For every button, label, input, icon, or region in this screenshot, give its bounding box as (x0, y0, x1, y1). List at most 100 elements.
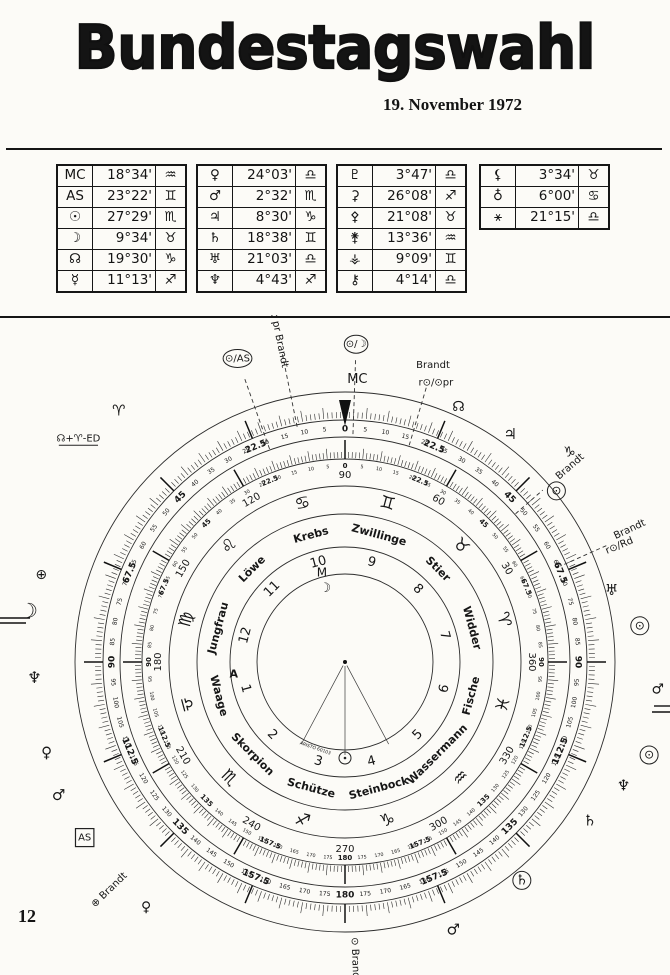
scale-number: 130 (517, 805, 530, 818)
sign-glyph-cell: ♏ (155, 207, 187, 229)
degree-cell: 19°30' (92, 249, 156, 271)
sign-glyph-cell: ♉ (155, 228, 187, 250)
scale-number: 75 (530, 608, 537, 615)
planet-mark: ♄ (583, 812, 596, 830)
scale-number: 50 (161, 507, 171, 517)
scale-number: 175 (319, 890, 331, 898)
dial-annotation: Brandt (416, 360, 450, 371)
scale-number: 125 (179, 769, 189, 780)
scale-number-main: 157.5 (241, 868, 271, 888)
sun-dot-circle (338, 751, 352, 765)
dashed-pointer-line (244, 379, 270, 450)
scale-number: 115 (518, 740, 527, 751)
house-number: 11 (261, 578, 283, 600)
scale-number: 35 (474, 466, 484, 476)
degree-cell: 9°09' (372, 249, 436, 271)
table-row: ♁6°00'♋ (479, 186, 610, 208)
sign-glyph-cell: ♏ (295, 186, 327, 208)
scale-number: 140 (189, 834, 202, 847)
body-glyph-cell: ☽ (56, 228, 93, 250)
scale-number: 30 (243, 489, 251, 497)
annotation-circle (222, 348, 253, 368)
dial-annotations: ⊙/AS⊙ pr Brandt⊙/☽MCBrandtr⊙/⊙prBrandtBr… (56, 309, 647, 975)
annotation-box (74, 827, 95, 848)
scale-number: 40 (490, 478, 500, 488)
horizontal-rule-top (6, 148, 662, 150)
scale-number-main: 90 (108, 656, 118, 669)
table-row: ☊19°30'♑ (56, 249, 187, 271)
scale-number: 40 (215, 508, 224, 517)
dial-degree-label: 150 (174, 558, 193, 580)
meridian-mark: M (317, 565, 327, 579)
planet-mark: ♂ (652, 681, 665, 697)
planet-mark: ♄ (516, 872, 529, 888)
scale-number: 160 (259, 876, 272, 887)
scale-number: 145 (205, 847, 219, 859)
scale-number: 145 (227, 818, 238, 828)
scale-number: 150 (222, 858, 236, 870)
dial-circle (119, 436, 571, 888)
scale-number: 35 (206, 466, 216, 476)
planet-mark: ♈ (112, 401, 125, 419)
planet-mark: ♅ (605, 581, 618, 599)
hub-lines (301, 665, 389, 755)
table-row: ♇3°47'♎ (336, 164, 467, 187)
scale-number: 140 (466, 807, 477, 817)
scale-number: 80 (149, 625, 156, 632)
zodiac-name-lwe: Löwe (236, 553, 268, 585)
scale-number: 35 (229, 498, 237, 506)
house-number: 5 (410, 727, 426, 743)
sign-glyph-cell: ♎ (578, 207, 610, 230)
scale-number: 75 (566, 597, 575, 606)
outer-planet-marks: ♈⊕☽♆♀♂♀☊♃♑⊙♅⊙♂⊙♆♄♄♂ (20, 399, 664, 938)
body-glyph-cell: ♁ (479, 186, 516, 208)
scale-number: 100 (535, 691, 542, 701)
scale-number-main: 45 (477, 517, 490, 530)
dial-degree-label: 60 (430, 493, 447, 509)
scale-number: 175 (359, 890, 371, 898)
scale-number: 125 (530, 789, 542, 803)
table-row: ♄18°38'♊ (196, 228, 327, 250)
scale-number: 20 (408, 474, 416, 482)
scale-number: 170 (374, 852, 384, 859)
sun-dot (343, 756, 347, 760)
scale-number-main: 0 (342, 425, 348, 435)
scale-number: 155 (437, 868, 451, 879)
table-row: ♆4°43'♐ (196, 270, 327, 293)
scale-number: 40 (466, 508, 475, 517)
zodiac-name-zwillinge: Zwillinge (350, 521, 408, 548)
house-number: 4 (366, 753, 378, 770)
dial-annotation: ☊+♈-ED (56, 433, 100, 444)
zodiac-name-widder: Widder (460, 605, 484, 652)
scale-number: 10 (308, 466, 315, 473)
house-number: 10 (308, 553, 328, 572)
scale-number: 120 (137, 772, 149, 786)
scale-number-main: 112.5 (551, 736, 571, 766)
mark-circle (630, 616, 650, 636)
sign-glyph-cell: ♊ (155, 186, 187, 208)
scale-number: 80 (111, 617, 119, 626)
scale-number: 30 (223, 455, 233, 465)
body-glyph-cell: ☿ (56, 270, 93, 293)
degree-cell: 21°08' (372, 207, 436, 229)
dial-circle (196, 513, 494, 811)
scale-number: 65 (164, 575, 172, 583)
dial-degree-label: 360 (526, 652, 537, 671)
scale-number: 50 (191, 532, 200, 541)
dial-circle (74, 391, 616, 933)
planet-mark: ♑ (563, 445, 576, 461)
zodiac-glyph-jungfrau: ♍ (175, 610, 198, 630)
dashed-pointer-line (281, 352, 298, 427)
house-number: 6 (436, 683, 453, 695)
scale-number: 25 (439, 446, 449, 456)
mark-circle (512, 870, 532, 890)
dial-annotation: MC (347, 372, 367, 387)
scale-number: 20 (420, 438, 430, 447)
scale-number: 120 (510, 755, 520, 766)
scale-number: 140 (213, 807, 224, 817)
hub-line (301, 665, 344, 745)
